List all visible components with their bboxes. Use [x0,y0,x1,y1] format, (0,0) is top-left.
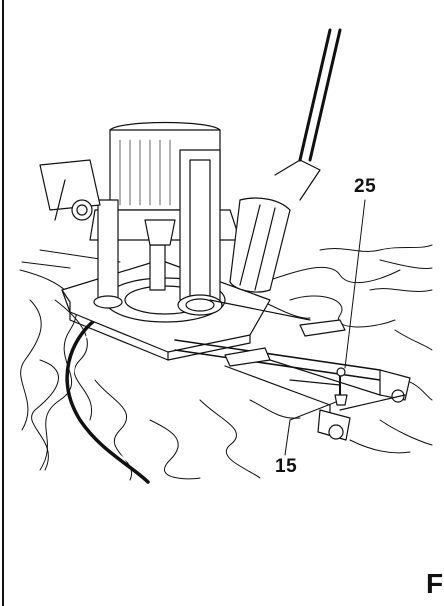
frame-right-edge [440,0,444,606]
adjustment-screw [334,367,348,406]
wood-surface [19,244,433,481]
motor-housing-shading [119,139,171,206]
router-handle [39,159,101,221]
figure-letter: F [426,568,444,599]
callout-leaders [284,199,366,456]
callout-25: 25 [354,176,377,197]
power-cable [65,318,151,484]
parallel-guide [224,319,411,441]
callout-15: 15 [275,456,298,477]
router-right-handle [229,28,342,293]
router-body [89,121,241,316]
frame-left-border [2,0,4,606]
